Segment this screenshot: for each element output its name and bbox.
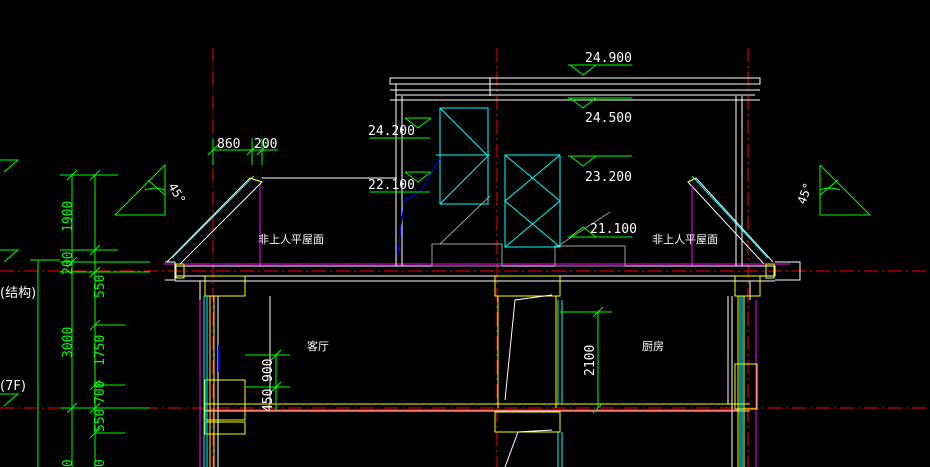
elev-24900: 24.900 (585, 51, 632, 66)
svg-text:0: 0 (61, 459, 76, 467)
label-roof-left: 非上人平屋面 (258, 233, 324, 246)
dim-200-top: 200 (254, 137, 277, 152)
elev-22100: 22.100 (368, 178, 415, 193)
room-labels: 非上人平屋面 非上人平屋面 客厅 厨房 (258, 233, 718, 353)
roof-slab (165, 261, 801, 300)
note-structure: (结构) (0, 286, 36, 301)
angle-label-right: 45° (795, 181, 816, 206)
elev-21100: 21.100 (590, 222, 637, 237)
top-dimension (207, 138, 278, 165)
angle-symbol-right (819, 164, 872, 216)
elev-23200: 23.200 (585, 170, 632, 185)
label-living-room: 客厅 (307, 339, 329, 353)
roof-slopes (166, 175, 774, 265)
svg-text:0: 0 (93, 459, 108, 467)
cyan-doors (436, 107, 561, 248)
dim-860: 860 (217, 137, 240, 152)
yellow-structure (175, 263, 775, 467)
left-dimension-chain (0, 159, 150, 467)
elevation-texts: 24.900 24.500 24.200 23.200 22.100 21.10… (368, 51, 637, 237)
dim-1900: 1900 (61, 201, 76, 232)
dim-900: 900 (261, 359, 276, 382)
dim-700: 700 (93, 381, 108, 404)
label-roof-right: 非上人平屋面 (652, 233, 718, 246)
top-dimension-texts: 860 200 (217, 137, 277, 152)
inner-dimension-lines (245, 306, 612, 414)
rooftop-structure (389, 77, 761, 266)
dim-2100: 2100 (583, 345, 598, 376)
cyan-window-lines (203, 296, 743, 467)
angle-symbol-left (114, 163, 166, 216)
dim-200-left: 200 (61, 252, 76, 275)
walls (217, 294, 733, 467)
label-kitchen: 厨房 (642, 340, 664, 353)
elev-24200: 24.200 (368, 124, 415, 139)
dim-1750: 1750 (93, 335, 108, 366)
angle-label-left: 45° (165, 181, 188, 207)
left-dimension-texts: 1900 200 550 3000 1750 700 550 0 0 (61, 201, 108, 467)
inner-dimension-texts: 450 900 2100 (261, 345, 598, 412)
magenta-members (163, 185, 790, 467)
dim-550-lower: 550 (93, 409, 108, 432)
dim-450: 450 (261, 389, 276, 412)
elevation-markers (370, 64, 632, 238)
note-floor: (7F) (0, 379, 26, 394)
blue-stair-line (396, 157, 441, 263)
dim-550-upper: 550 (93, 275, 108, 298)
side-notes: (结构) (7F) (0, 286, 36, 394)
elev-24500: 24.500 (585, 111, 632, 126)
dim-3000: 3000 (61, 327, 76, 358)
